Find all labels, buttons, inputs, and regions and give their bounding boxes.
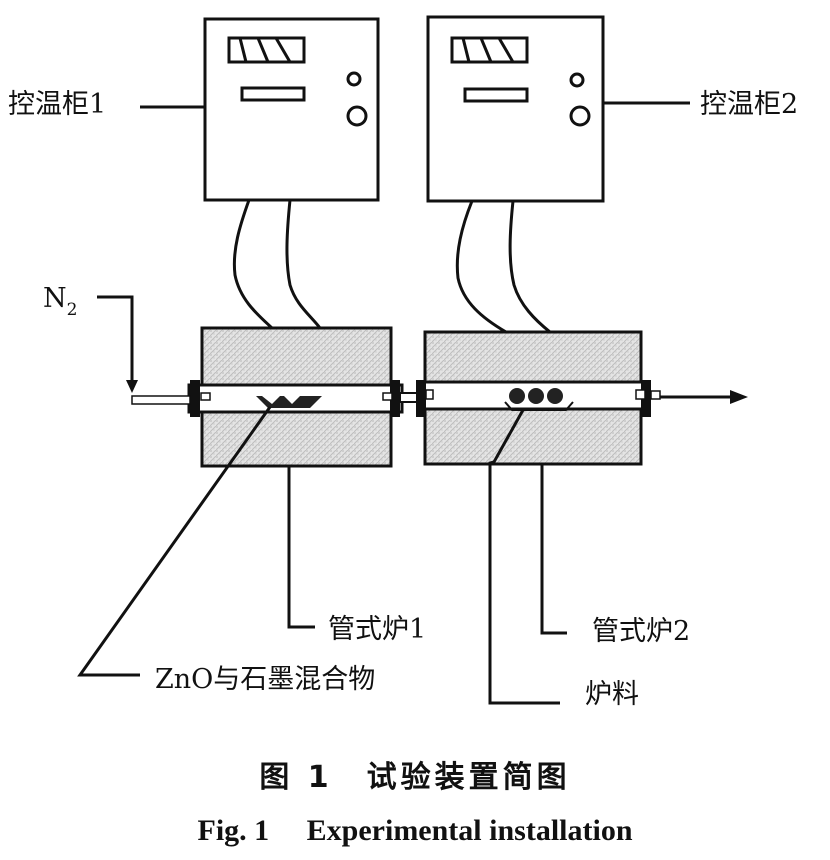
knob-large-icon: [569, 105, 591, 127]
charge-leader-line: [488, 409, 560, 705]
zno-graphite-boat-icon: [256, 396, 322, 408]
hatched-display-icon: [227, 36, 306, 64]
display-slot-icon: [463, 87, 529, 103]
knob-small-icon: [346, 71, 362, 87]
knob-small-icon: [569, 72, 585, 88]
charge-label: 炉料: [585, 679, 639, 710]
mixture-leader-line: [77, 406, 272, 677]
n2-inlet-arrow-icon: [126, 380, 138, 393]
cables-furnace-1: [232, 199, 322, 330]
mixture-label: ZnO与石墨混合物: [155, 664, 375, 695]
n2-label: N2: [43, 283, 77, 320]
hatched-display-icon: [450, 36, 529, 64]
temperature-control-cabinet-1: [203, 17, 380, 202]
tube-furnace-1: [187, 326, 404, 468]
outlet-tube: [650, 390, 661, 400]
caption-english: Fig. 1 Experimental installation: [198, 814, 633, 847]
furnace1-label: 管式炉1: [328, 614, 426, 645]
charge-pellets-icon: [504, 388, 574, 411]
n2-inlet-line: [97, 295, 134, 383]
display-slot-icon: [240, 86, 306, 102]
knob-large-icon: [346, 105, 368, 127]
furnace1-leader-line: [287, 466, 315, 629]
temperature-control-cabinet-2: [426, 15, 605, 203]
tube-furnace-2: [416, 330, 651, 466]
outlet-arrow-icon: [730, 390, 748, 404]
cabinet2-label: 控温柜2: [700, 89, 798, 120]
caption-chinese: 图 1 试验装置简图: [259, 760, 570, 795]
inlet-tube: [131, 395, 191, 405]
cables-furnace-2: [455, 200, 551, 334]
furnace2-leader-line: [540, 464, 567, 635]
cabinet1-label: 控温柜1: [8, 89, 106, 120]
furnace2-label: 管式炉2: [592, 616, 690, 647]
